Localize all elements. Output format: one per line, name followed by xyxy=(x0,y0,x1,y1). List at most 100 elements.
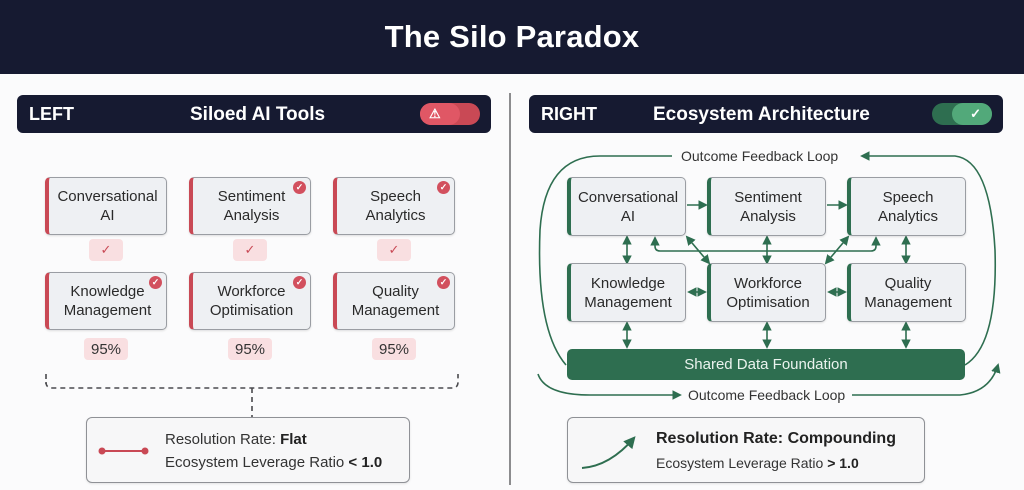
left-summary-line2: Ecosystem Leverage Ratio < 1.0 xyxy=(165,454,382,471)
title-bar: The Silo Paradox xyxy=(0,0,1024,74)
left-panel-heading: Siloed AI Tools xyxy=(190,104,326,125)
leverage-ratio-label: Ecosystem Leverage Ratio xyxy=(165,454,349,471)
tool-label-line: Speech xyxy=(882,188,934,206)
right-summary-card: Resolution Rate: Compounding Ecosystem L… xyxy=(567,417,925,483)
tool-label-line: Quality xyxy=(884,274,932,292)
score-chip: 95% xyxy=(228,338,272,360)
page-title: The Silo Paradox xyxy=(384,19,640,54)
check-badge-icon: ✓ xyxy=(149,276,162,289)
shared-data-foundation: Shared Data Foundation xyxy=(567,349,965,380)
check-badge-icon: ✓ xyxy=(437,276,450,289)
score-chip: 95% xyxy=(84,338,128,360)
tool-label-line: Sentiment xyxy=(217,188,286,205)
warning-icon: ⚠ xyxy=(429,106,441,121)
check-badge-icon: ✓ xyxy=(293,181,306,194)
check-chip-icon: ✓ xyxy=(89,239,123,261)
arrow-speech-workforce xyxy=(824,235,850,265)
tool-label-line: Knowledge xyxy=(590,274,666,292)
tool-label-line: AI xyxy=(100,207,115,224)
tool-label-line: Analysis xyxy=(740,207,796,225)
rising-curve-icon xyxy=(581,436,636,469)
resolution-rate-label: Resolution Rate: xyxy=(165,431,281,448)
check-badge-icon: ✓ xyxy=(293,276,306,289)
tool-label-line: Analytics xyxy=(877,207,939,225)
check-chip-icon: ✓ xyxy=(377,239,411,261)
tool-label-line: Quality xyxy=(372,283,419,300)
tool-label-line: Management xyxy=(584,293,672,311)
left-side-label: LEFT xyxy=(29,104,74,124)
tool-label-line: Knowledge xyxy=(70,283,145,300)
resolution-rate-value: Flat xyxy=(280,431,307,448)
tool-label-line: Management xyxy=(63,302,152,319)
toggle-knob xyxy=(420,103,460,125)
tool-label-line: Optimisation xyxy=(726,293,810,311)
feedback-loop-top-right xyxy=(860,151,997,366)
arrow-conv-workforce xyxy=(685,235,711,265)
check-icon: ✓ xyxy=(970,106,981,121)
tool-label-line: Workforce xyxy=(217,283,286,300)
right-side-label: RIGHT xyxy=(541,104,597,124)
right-status-toggle[interactable]: ✓ xyxy=(932,103,992,125)
check-chip-icon: ✓ xyxy=(233,239,267,261)
tool-label-line: Conversational xyxy=(577,188,679,206)
tool-label-line: Management xyxy=(351,302,440,319)
right-panel-heading: Ecosystem Architecture xyxy=(653,104,870,125)
feedback-loop-bottom-right xyxy=(852,363,1001,396)
feedback-loop-top-left xyxy=(538,155,672,366)
right-summary-line1: Resolution Rate: Compounding xyxy=(656,430,896,447)
leverage-ratio-value: < 1.0 xyxy=(348,454,383,471)
panel-divider xyxy=(509,93,511,485)
feedback-loop-top-label: Outcome Feedback Loop xyxy=(677,148,843,164)
tool-label-line: AI xyxy=(620,207,636,225)
tool-label-line: Workforce xyxy=(733,274,803,292)
right-panel-header: RIGHT Ecosystem Architecture ✓ xyxy=(529,95,1003,133)
toggle-knob xyxy=(952,103,992,125)
tool-label-line: Sentiment xyxy=(734,188,802,206)
right-summary-line2: Ecosystem Leverage Ratio > 1.0 xyxy=(656,455,859,471)
left-status-toggle[interactable]: ⚠ xyxy=(420,103,480,125)
feedback-loop-bottom-left xyxy=(537,373,682,400)
leverage-ratio-value: > 1.0 xyxy=(827,455,859,471)
score-chip: 95% xyxy=(372,338,416,360)
left-panel-header: LEFT Siloed AI Tools ⚠ xyxy=(17,95,491,133)
leverage-ratio-label: Ecosystem Leverage Ratio xyxy=(656,455,828,471)
tool-label-line: Analytics xyxy=(365,207,426,224)
tool-label-line: Management xyxy=(864,293,952,311)
check-badge-icon: ✓ xyxy=(437,181,450,194)
tool-label-line: Optimisation xyxy=(209,302,294,319)
tool-label-line: Analysis xyxy=(223,207,280,224)
tool-label-line: Conversational xyxy=(57,188,158,205)
left-summary-card: Resolution Rate: Flat Ecosystem Leverage… xyxy=(86,417,410,483)
flat-line-icon xyxy=(98,447,149,455)
arrow-conv-speech-bus xyxy=(650,236,881,252)
left-summary-line1: Resolution Rate: Flat xyxy=(165,431,307,448)
dashed-bracket xyxy=(45,374,459,389)
tool-label-line: Speech xyxy=(370,188,421,205)
feedback-loop-bottom-label: Outcome Feedback Loop xyxy=(684,387,850,403)
